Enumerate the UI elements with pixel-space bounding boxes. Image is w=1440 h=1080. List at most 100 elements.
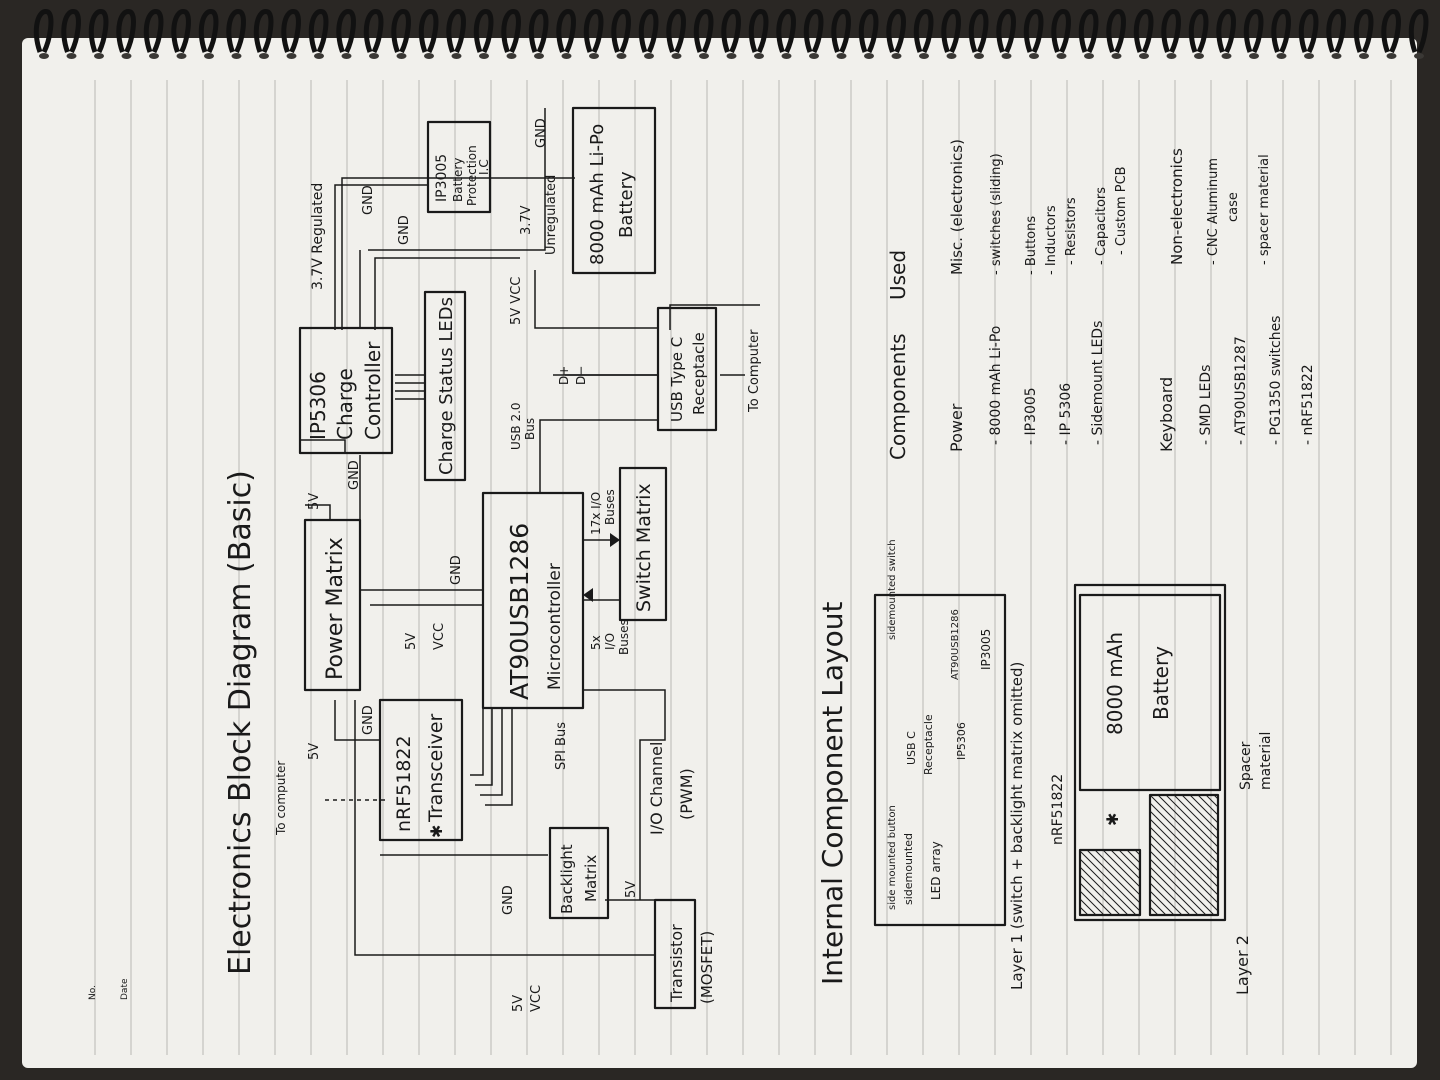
binding-hole — [919, 53, 929, 59]
binding-hole — [534, 53, 544, 59]
power-item-4: - Sidemount LEDs — [1090, 321, 1106, 445]
ip5306-line2: Charge — [333, 368, 357, 440]
spiral-ring — [556, 9, 576, 54]
label-vcc-pm: VCC — [432, 623, 447, 650]
binding-hole — [286, 53, 297, 59]
spiral-ring — [61, 9, 81, 54]
binding-hole — [644, 53, 654, 59]
binding-hole — [231, 53, 242, 59]
binding-hole — [451, 53, 462, 59]
battery-line1: 8000 mAh Li-Po — [587, 124, 608, 265]
label-gnd-nrf: GND — [361, 705, 376, 735]
binding-hole — [754, 53, 764, 59]
binding-hole — [314, 53, 324, 59]
power-item-1: - 8000 mAh Li-Po — [988, 326, 1004, 445]
label-5v-pm: 5V — [404, 633, 419, 650]
hatch-line — [1173, 794, 1219, 840]
hatch-line — [1149, 818, 1219, 888]
spiral-ring — [1298, 9, 1319, 54]
block-diagram: Electronics Block Diagram (Basic) Power … — [223, 106, 762, 1012]
binding-hole — [891, 53, 902, 59]
misc-item-4: - Resistors — [1064, 197, 1079, 265]
binding-hole — [561, 53, 572, 59]
hatch-line — [1213, 794, 1219, 800]
hatch-line — [1149, 794, 1219, 864]
label-3v7-a: 3.7V — [519, 205, 534, 235]
label-io5-a: 5x — [589, 635, 603, 650]
hatch-line — [1079, 874, 1121, 916]
layer2-battery-a: 8000 mAh — [1103, 632, 1127, 735]
layout-title: Internal Component Layout — [816, 602, 849, 985]
bluetooth-icon: ✱ — [427, 825, 446, 838]
binding-hole — [1056, 53, 1067, 59]
spiral-ring — [1408, 9, 1429, 54]
binding-hole — [1331, 53, 1342, 59]
hatch-line — [1149, 874, 1191, 916]
binding-hole — [616, 53, 627, 59]
spiral-ring — [281, 9, 301, 54]
misc-item-1: - switches (sliding) — [989, 153, 1004, 275]
binding-hole — [1249, 53, 1259, 59]
binding-hole — [946, 53, 957, 59]
spiral-ring — [1078, 9, 1099, 54]
layer2-box — [1073, 583, 1227, 922]
transistor-line1: Transistor — [667, 924, 686, 1003]
non-electronics-item-3: - spacer material — [1257, 154, 1272, 265]
spiral-ring — [996, 9, 1016, 54]
hatch-line — [1165, 794, 1219, 848]
label-gnd-left: GND — [501, 885, 516, 915]
binding-hole — [1139, 53, 1149, 59]
spiral-ring — [363, 9, 384, 54]
hatch-line — [1149, 882, 1183, 916]
binding-hole — [726, 53, 737, 59]
hatch-line — [1157, 794, 1219, 856]
backlight-line2: Matrix — [582, 855, 600, 902]
components-heading-a: Components — [886, 333, 910, 460]
switch-matrix-label: Switch Matrix — [633, 483, 655, 612]
binding-hole — [1001, 53, 1012, 59]
keyboard-item-3: - PG1350 switches — [1268, 316, 1284, 445]
binding-hole — [94, 53, 104, 59]
spiral-ring — [858, 9, 879, 54]
misc-item-6: - Custom PCB — [1114, 166, 1129, 255]
spiral-ring — [391, 9, 411, 54]
binding-hole — [1029, 53, 1039, 59]
transistor-line2: (MOSFET) — [698, 931, 716, 1004]
label-vcc-left: VCC — [529, 985, 544, 1012]
spiral-ring — [666, 9, 686, 54]
ip3005-line2: Battery — [451, 158, 465, 202]
binding-hole — [204, 53, 214, 59]
label-usb2-b: Bus — [523, 418, 537, 440]
label-to-computer-usb: To Computer — [747, 329, 762, 413]
binding-hole — [1276, 53, 1287, 59]
triangle-arrow-b — [610, 533, 620, 547]
power-item-2: - IP3005 — [1023, 387, 1039, 445]
label-gnd-ip: GND — [347, 460, 362, 490]
spiral-ring — [1188, 9, 1209, 54]
label-5v-backlight: 5V — [624, 881, 639, 898]
label-3v3-regulated: 3.7V Regulated — [310, 183, 326, 290]
binding-hole — [781, 53, 792, 59]
binding-hole — [1166, 53, 1177, 59]
label-5v-vcc: 5V VCC — [509, 277, 524, 325]
spiral-ring — [1051, 9, 1071, 54]
layer1-at90: AT90USB1286 — [950, 609, 961, 680]
charge-leds-box — [423, 290, 467, 482]
spiral-ring — [1243, 9, 1264, 54]
hatch-line — [1118, 849, 1141, 872]
label-io17-a: 17x I/O — [589, 492, 603, 535]
label-gnd-mcu: GND — [449, 555, 464, 585]
layer1-side-switch: sidemounted switch — [887, 539, 898, 640]
binding-hole — [974, 53, 984, 59]
label-gnd-top-b: GND — [397, 215, 412, 245]
spiral-ring — [33, 9, 54, 54]
nrf-line2: Transceiver — [425, 713, 447, 823]
binding-hole — [864, 53, 874, 59]
label-d-plus: D+ — [557, 366, 571, 385]
label-5v-nrf: 5V — [307, 743, 322, 760]
backlight-line1: Backlight — [558, 844, 576, 914]
margin-date-label: Date — [120, 978, 130, 1000]
hatch-line — [1079, 850, 1141, 912]
misc-item-3: - Inductors — [1044, 205, 1059, 275]
